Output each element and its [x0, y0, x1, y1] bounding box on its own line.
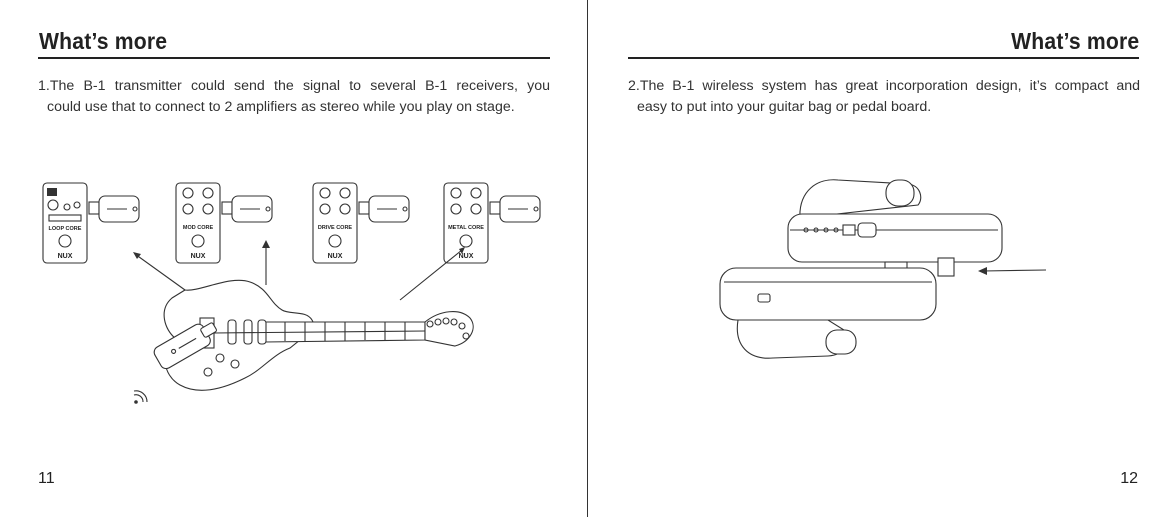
- guitar: [163, 279, 474, 391]
- receiver: [358, 195, 410, 223]
- bottom-unit: [719, 267, 937, 359]
- page-divider: [587, 0, 588, 517]
- pedal-mod-core: MOD CORE NUX: [175, 182, 221, 264]
- pedal-brand: NUX: [328, 253, 343, 260]
- paragraph-line: 2.The B-1 wireless system has great inco…: [628, 78, 1140, 94]
- pedal-brand: NUX: [459, 253, 474, 260]
- paragraph-line: 1.The B-1 transmitter could send the sig…: [38, 78, 550, 94]
- paragraph-line: could use that to connect to 2 amplifier…: [47, 99, 515, 115]
- transmitter: [153, 322, 217, 370]
- pedal-label: DRIVE CORE: [318, 225, 353, 231]
- paragraph-line: easy to put into your guitar bag or peda…: [637, 99, 932, 115]
- page-heading: What’s more: [1010, 28, 1139, 54]
- paragraph: 1.The B-1 transmitter could send the sig…: [38, 76, 550, 118]
- heading-rule: [628, 57, 1139, 59]
- pedal-brand: NUX: [191, 253, 206, 260]
- pedal-label: LOOP CORE: [49, 226, 82, 232]
- receiver: [489, 195, 541, 223]
- pedal-label: METAL CORE: [448, 225, 484, 231]
- page-number: 12: [1120, 470, 1138, 487]
- right-page: What’s more 2.The B-1 wireless system ha…: [588, 0, 1175, 517]
- pedal-brand: NUX: [58, 253, 73, 260]
- receiver: [88, 195, 140, 223]
- left-page: What’s more 1.The B-1 transmitter could …: [0, 0, 587, 517]
- paragraph: 2.The B-1 wireless system has great inco…: [628, 76, 1140, 118]
- pointer-arrow: [978, 267, 1047, 275]
- wireless-signal-icon: [133, 390, 148, 404]
- pedal-metal-core: METAL CORE NUX: [443, 182, 489, 264]
- heading-rule: [38, 57, 550, 59]
- stacked-units-illustration: [719, 179, 1047, 359]
- pedal-loop-core: LOOP CORE NUX: [42, 182, 88, 264]
- receiver: [221, 195, 273, 223]
- page-number: 11: [38, 470, 55, 487]
- guitar-to-receivers-illustration: LOOP CORE NUX MOD CORE NUX: [42, 182, 541, 404]
- top-unit: [787, 179, 1003, 277]
- signal-arrows: [133, 240, 465, 301]
- page-heading: What’s more: [39, 28, 168, 54]
- pedal-label: MOD CORE: [183, 225, 214, 231]
- pedal-drive-core: DRIVE CORE NUX: [312, 182, 358, 264]
